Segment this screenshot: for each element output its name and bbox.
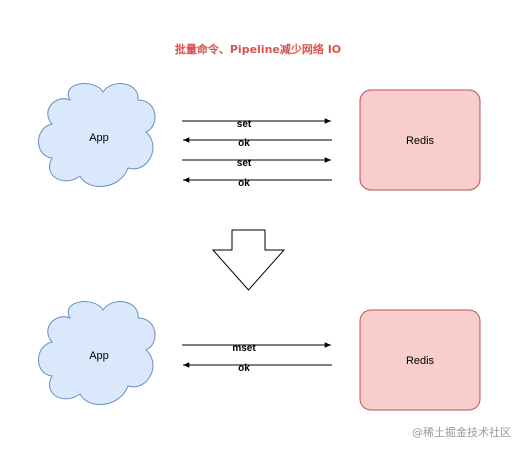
bottom-section: App Redis mset ok [38, 301, 481, 411]
watermark-text: @稀土掘金技术社区 [412, 425, 511, 439]
down-arrow-icon [211, 229, 286, 291]
cloud-icon [38, 301, 156, 405]
client-label: App [89, 132, 109, 144]
message-label: set [237, 119, 252, 130]
message-label: ok [238, 138, 250, 149]
cloud-icon [38, 83, 156, 187]
message-label: set [237, 158, 252, 169]
top-section: App Redis set ok set ok [38, 83, 481, 191]
message-label: ok [238, 178, 250, 189]
client-label: App [89, 350, 109, 362]
diagram-title: 批量命令、Pipeline减少网络 IO [175, 42, 341, 56]
message-label: mset [232, 343, 256, 354]
server-label: Redis [406, 135, 435, 147]
redis-box [359, 309, 481, 411]
message-label: ok [238, 363, 250, 374]
server-label: Redis [406, 355, 435, 367]
redis-box [359, 89, 481, 191]
